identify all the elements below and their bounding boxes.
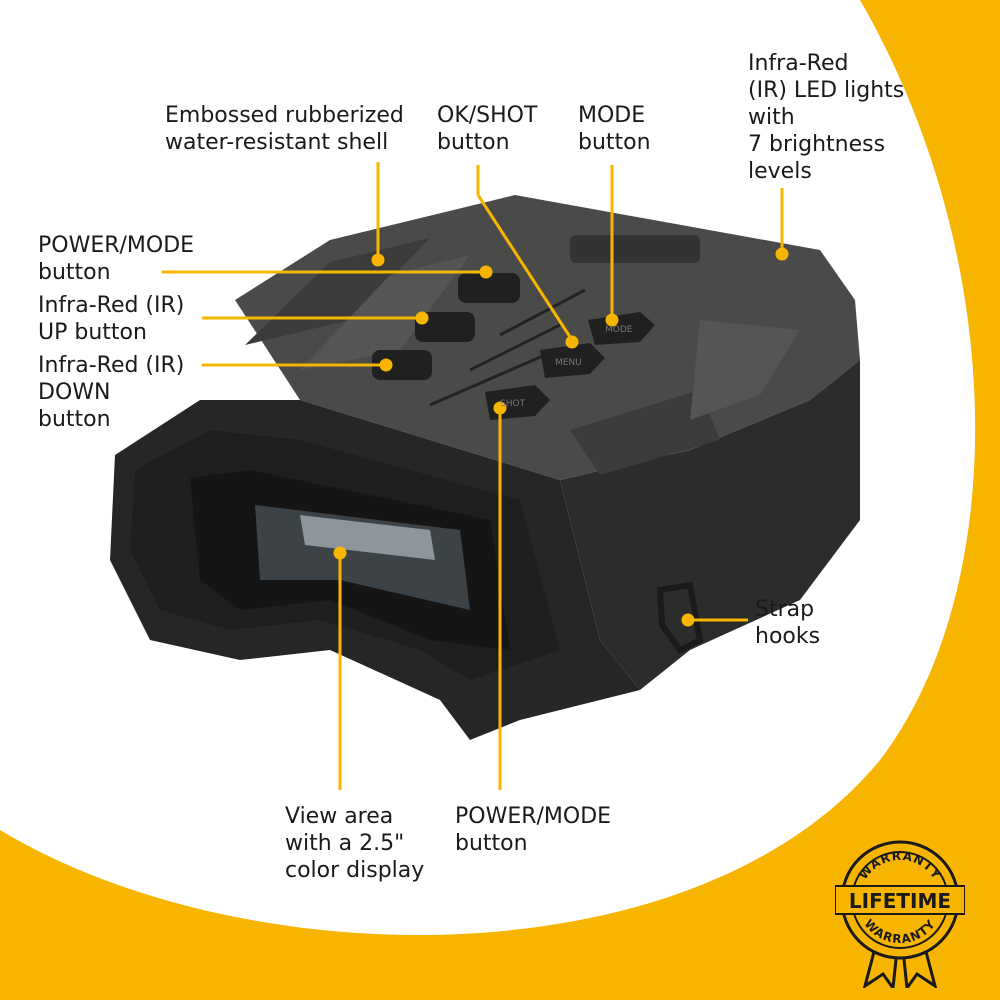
callout-shell: Embossed rubberized water-resistant shel… bbox=[165, 103, 404, 155]
mode-label: MODE bbox=[605, 325, 633, 335]
power-button bbox=[458, 273, 520, 303]
menu-button bbox=[540, 343, 605, 378]
menu-label: MENU bbox=[555, 358, 582, 368]
callout-power-mode-top: POWER/MODE button bbox=[38, 233, 195, 285]
callout-view-area: View area with a 2.5" color display bbox=[285, 804, 425, 883]
callout-mode: MODE button bbox=[578, 103, 651, 155]
ir-up-button bbox=[415, 312, 475, 342]
lifetime-warranty-badge: WARRANTY LIFETIME WARRANTY bbox=[835, 840, 965, 988]
device-button-labels: MENU SHOT MODE bbox=[500, 325, 633, 409]
callout-ir-down: Infra-Red (IR) DOWN button bbox=[38, 353, 185, 432]
ir-led-window bbox=[570, 235, 700, 263]
callout-strap: Strap hooks bbox=[755, 597, 821, 649]
callout-power-mode-bottom: POWER/MODE button bbox=[455, 804, 612, 856]
callout-ok-shot: OK/SHOT button bbox=[437, 103, 538, 155]
strap-hook bbox=[656, 581, 704, 654]
device-buttons bbox=[372, 273, 655, 420]
badge-center-text: LIFETIME bbox=[849, 889, 951, 913]
leader-lines bbox=[162, 162, 789, 790]
callout-ir-up: Infra-Red (IR) UP button bbox=[38, 293, 185, 345]
ir-down-button bbox=[372, 350, 432, 380]
shot-label: SHOT bbox=[500, 399, 526, 409]
mode-button bbox=[588, 312, 655, 345]
callout-ir-leds: Infra-Red (IR) LED lights with 7 brightn… bbox=[748, 51, 905, 184]
